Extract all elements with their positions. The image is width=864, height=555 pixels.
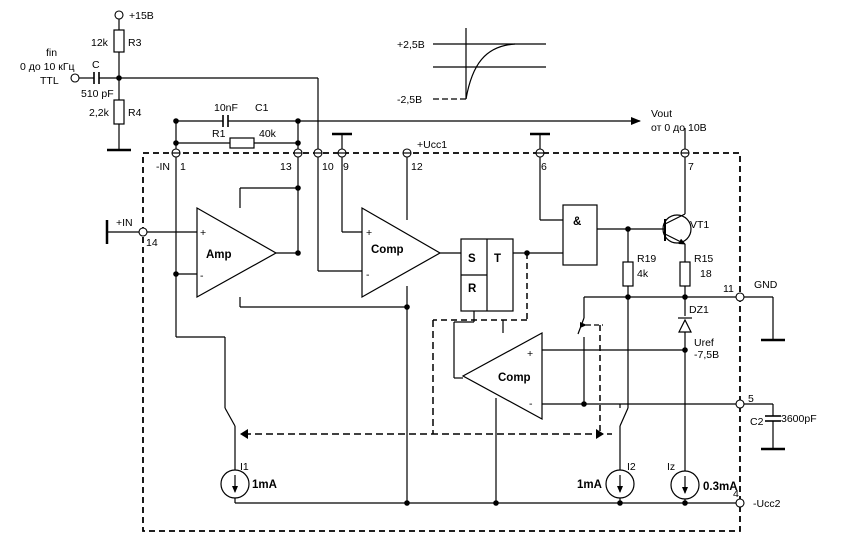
comp1-block — [361, 206, 442, 299]
r19-value: 4k — [637, 268, 649, 280]
supply-label: +15В — [129, 10, 154, 22]
pin-11-number: 11 — [723, 283, 734, 295]
pin-9-number: 9 — [343, 161, 349, 173]
input-type: TTL — [40, 75, 59, 87]
and-gate — [562, 204, 598, 266]
input-terminal — [70, 73, 80, 83]
vout-range: от 0 до 10В — [651, 122, 707, 134]
zener-dz1 — [678, 318, 692, 333]
r1-name: R1 — [212, 128, 226, 140]
pin-4-number: 4 — [733, 488, 739, 500]
r15-name: R15 — [694, 253, 713, 265]
comp2-block — [461, 331, 543, 421]
r3-name: R3 — [128, 37, 142, 49]
pin-6: 6 — [535, 148, 547, 173]
current-source-i1: I1 1mA — [220, 455, 277, 503]
plus-in-label: +IN — [116, 217, 133, 229]
latch-s: S — [468, 253, 476, 265]
amp-label: Amp — [206, 249, 232, 261]
input-range: 0 до 10 кГц — [20, 61, 75, 73]
vout-name: Vout — [651, 108, 672, 120]
comp2-plus: + — [527, 348, 533, 360]
input-name: fin — [46, 47, 57, 59]
c1-name: C1 — [255, 102, 269, 114]
pin-12-number: 12 — [411, 161, 423, 173]
resistor-r4 — [113, 99, 125, 125]
resistor-r3 — [113, 29, 125, 53]
pin-5 — [735, 399, 745, 409]
resistor-r15 — [679, 261, 691, 287]
waveform-low-label: -2,5В — [397, 94, 422, 106]
gnd-label: GND — [754, 279, 778, 291]
i1-value: 1mA — [252, 479, 277, 491]
c2-value: 3600pF — [781, 413, 817, 425]
comp2-minus: - — [529, 398, 533, 410]
comp1-minus: - — [366, 269, 370, 281]
dz1-name: DZ1 — [689, 304, 709, 316]
r4-name: R4 — [128, 107, 142, 119]
pin-5-number: 5 — [748, 393, 754, 405]
and-gate-label: & — [573, 216, 581, 228]
r19-name: R19 — [637, 253, 656, 265]
r1-value: 40k — [259, 128, 277, 140]
comp1-plus: + — [366, 227, 372, 239]
waveform-high-label: +2,5В — [397, 39, 425, 51]
latch-t: T — [494, 253, 501, 265]
amp-plus: + — [200, 227, 206, 239]
current-source-i2: I2 1mA — [577, 455, 636, 503]
iz-name: Iz — [667, 461, 675, 473]
latch-r: R — [468, 283, 477, 295]
minus-in-label: -IN — [156, 161, 170, 173]
i2-value: 1mA — [577, 479, 602, 491]
iz-value: 0.3mA — [703, 481, 738, 493]
pin-4 — [735, 498, 745, 508]
pin-1: -IN 1 — [156, 148, 186, 173]
r15-value: 18 — [700, 268, 712, 280]
uref-label: Uref — [694, 337, 714, 349]
supply-terminal: +15В — [114, 10, 154, 22]
amp-minus: - — [200, 270, 204, 282]
pin-13: 13 — [280, 148, 303, 173]
i2-name: I2 — [627, 461, 636, 473]
resistor-r1 — [229, 137, 255, 149]
pin-1-number: 1 — [180, 161, 186, 173]
pin-7-number: 7 — [688, 161, 694, 173]
vt1-name: VT1 — [690, 219, 709, 231]
ucc1-label: +Ucc1 — [417, 139, 447, 151]
amp-block — [196, 206, 278, 299]
pin-14-number: 14 — [146, 237, 158, 249]
ucc2-label: -Ucc2 — [753, 498, 781, 510]
pin-12: +Ucc1 12 — [402, 139, 447, 173]
pin-14 — [138, 227, 148, 237]
resistor-r19 — [622, 261, 634, 287]
pin-13-number: 13 — [280, 161, 292, 173]
comp1-label: Comp — [371, 244, 404, 256]
pin-10-number: 10 — [322, 161, 334, 173]
comp2-label: Comp — [498, 372, 531, 384]
pin-6-number: 6 — [541, 161, 547, 173]
r3-value: 12k — [91, 37, 109, 49]
c2-name: C2 — [750, 416, 764, 428]
ic-boundary — [142, 152, 741, 532]
uref-value: -7,5В — [694, 349, 719, 361]
pin-10: 10 — [313, 148, 334, 173]
r4-value: 2,2k — [89, 107, 110, 119]
c-name: C — [92, 59, 100, 71]
pin-11 — [735, 292, 745, 302]
c-value: 510 pF — [81, 88, 114, 100]
i1-name: I1 — [240, 461, 249, 473]
c1-value: 10nF — [214, 102, 238, 114]
current-source-iz: Iz 0.3mA — [667, 461, 738, 503]
pin-7: 7 — [680, 148, 694, 173]
waveform-inset: +2,5В -2,5В — [397, 28, 546, 106]
